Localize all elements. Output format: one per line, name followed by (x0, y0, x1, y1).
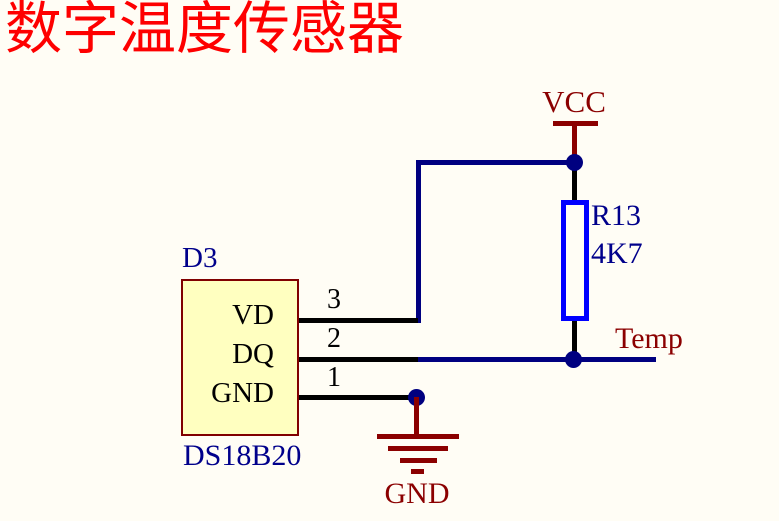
vcc-power-bar-icon (553, 121, 598, 126)
resistor-labels: R13 4K7 (591, 197, 643, 273)
wire-temp-net (418, 357, 656, 362)
junction-dot-vcc (566, 154, 583, 171)
component-designator: D3 (182, 242, 218, 274)
gnd-symbol-bar-3 (400, 458, 437, 463)
resistor-pin-bottom (572, 318, 577, 362)
pin-wire-2-dq (299, 357, 418, 362)
page-title: 数字温度传感器 (5, 0, 404, 61)
resistor-symbol (561, 200, 589, 321)
pin-wire-1-gnd (299, 395, 418, 400)
gnd-symbol-bar-2 (388, 446, 448, 451)
component-body (181, 279, 299, 436)
gnd-stem (414, 397, 419, 437)
wire-vcc-horizontal (416, 160, 579, 165)
vcc-net-label: VCC (542, 84, 606, 119)
gnd-symbol-bar-4 (411, 469, 424, 474)
pin-name-dq: DQ (232, 338, 274, 370)
temp-net-label: Temp (615, 322, 683, 355)
resistor-value: 4K7 (591, 237, 643, 270)
pin-number-3: 3 (327, 284, 341, 315)
gnd-symbol-bar-1 (377, 434, 459, 439)
pin-number-1: 1 (327, 362, 341, 393)
pin-name-gnd: GND (211, 377, 274, 409)
wire-vcc-vertical (416, 160, 421, 323)
resistor-pin-top (572, 163, 577, 203)
gnd-net-label: GND (384, 477, 450, 510)
pin-name-vd: VD (232, 299, 274, 331)
pin-number-2: 2 (327, 323, 341, 354)
junction-dot-temp (565, 351, 582, 368)
vcc-power-stem (572, 124, 577, 164)
component-part-number: DS18B20 (183, 439, 302, 472)
pin-wire-3-vd (299, 318, 418, 323)
resistor-designator: R13 (591, 199, 642, 232)
